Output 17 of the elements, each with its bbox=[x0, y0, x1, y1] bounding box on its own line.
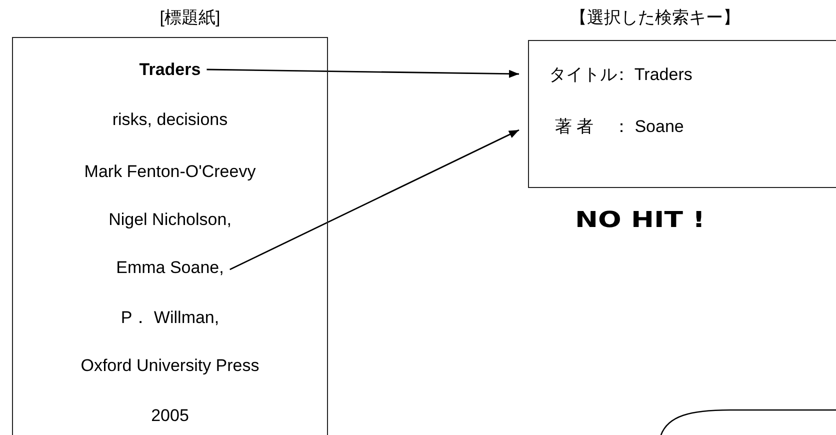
result-text: NO HIT ! bbox=[575, 208, 706, 233]
book-text: risks, decisions bbox=[112, 110, 228, 129]
book-text: Mark Fenton-O'Creevy bbox=[84, 162, 256, 181]
book-text: Emma Soane, bbox=[116, 258, 224, 277]
box-heading: 【選択した検索キー】 bbox=[570, 7, 740, 29]
field-label: 著 者 bbox=[555, 116, 594, 138]
arrow bbox=[206, 68, 519, 78]
arrow bbox=[230, 129, 520, 270]
box-heading: [標題紙] bbox=[160, 7, 220, 29]
field-value: ： Soane bbox=[613, 116, 684, 138]
title-box bbox=[12, 37, 328, 435]
book-text: Traders bbox=[139, 60, 201, 79]
book-text: Oxford University Press bbox=[80, 356, 260, 375]
search-key-box bbox=[528, 40, 836, 188]
book-text: Nigel Nicholson, bbox=[108, 210, 232, 229]
book-text: P． Willman, bbox=[120, 308, 220, 327]
book-text: 2005 bbox=[151, 406, 189, 425]
